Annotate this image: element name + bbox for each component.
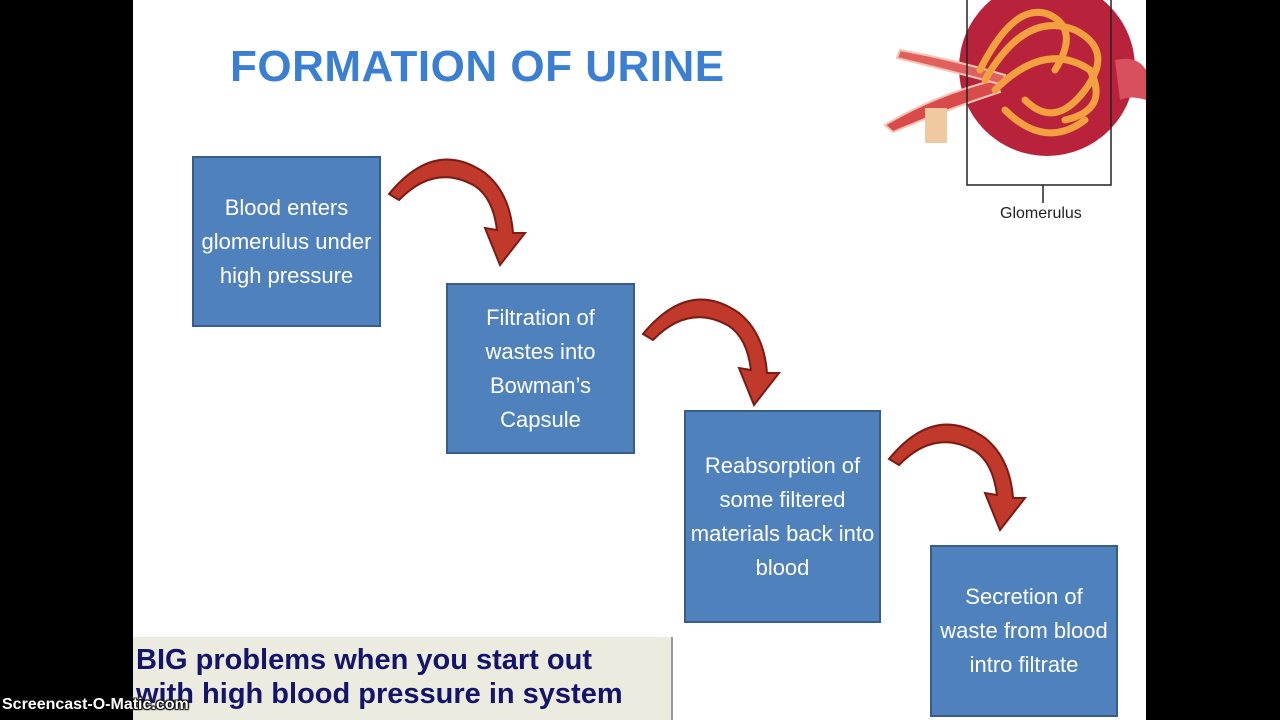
glomerulus-illustration <box>883 0 1146 203</box>
step-box-3: Reabsorption of some filtered materials … <box>684 410 881 623</box>
watermark: Screencast-O-Matic.com <box>2 696 189 713</box>
curved-arrow-2-icon <box>641 298 782 407</box>
caption-line-1: BIG problems when you start out <box>136 644 592 676</box>
step-box-4: Secretion of waste from blood intro filt… <box>930 545 1118 717</box>
slide-title: FORMATION OF URINE <box>230 42 725 91</box>
glomerulus-label: Glomerulus <box>1000 205 1082 222</box>
caption-box: BIG problems when you start out with hig… <box>133 637 673 720</box>
step-box-1: Blood enters glomerulus under high press… <box>192 156 381 327</box>
caption-line-2: with high blood pressure in system <box>136 678 623 710</box>
curved-arrow-1-icon <box>387 158 528 267</box>
curved-arrow-3-icon <box>887 423 1028 532</box>
step-box-2: Filtration of wastes into Bowman’s Capsu… <box>446 283 635 454</box>
